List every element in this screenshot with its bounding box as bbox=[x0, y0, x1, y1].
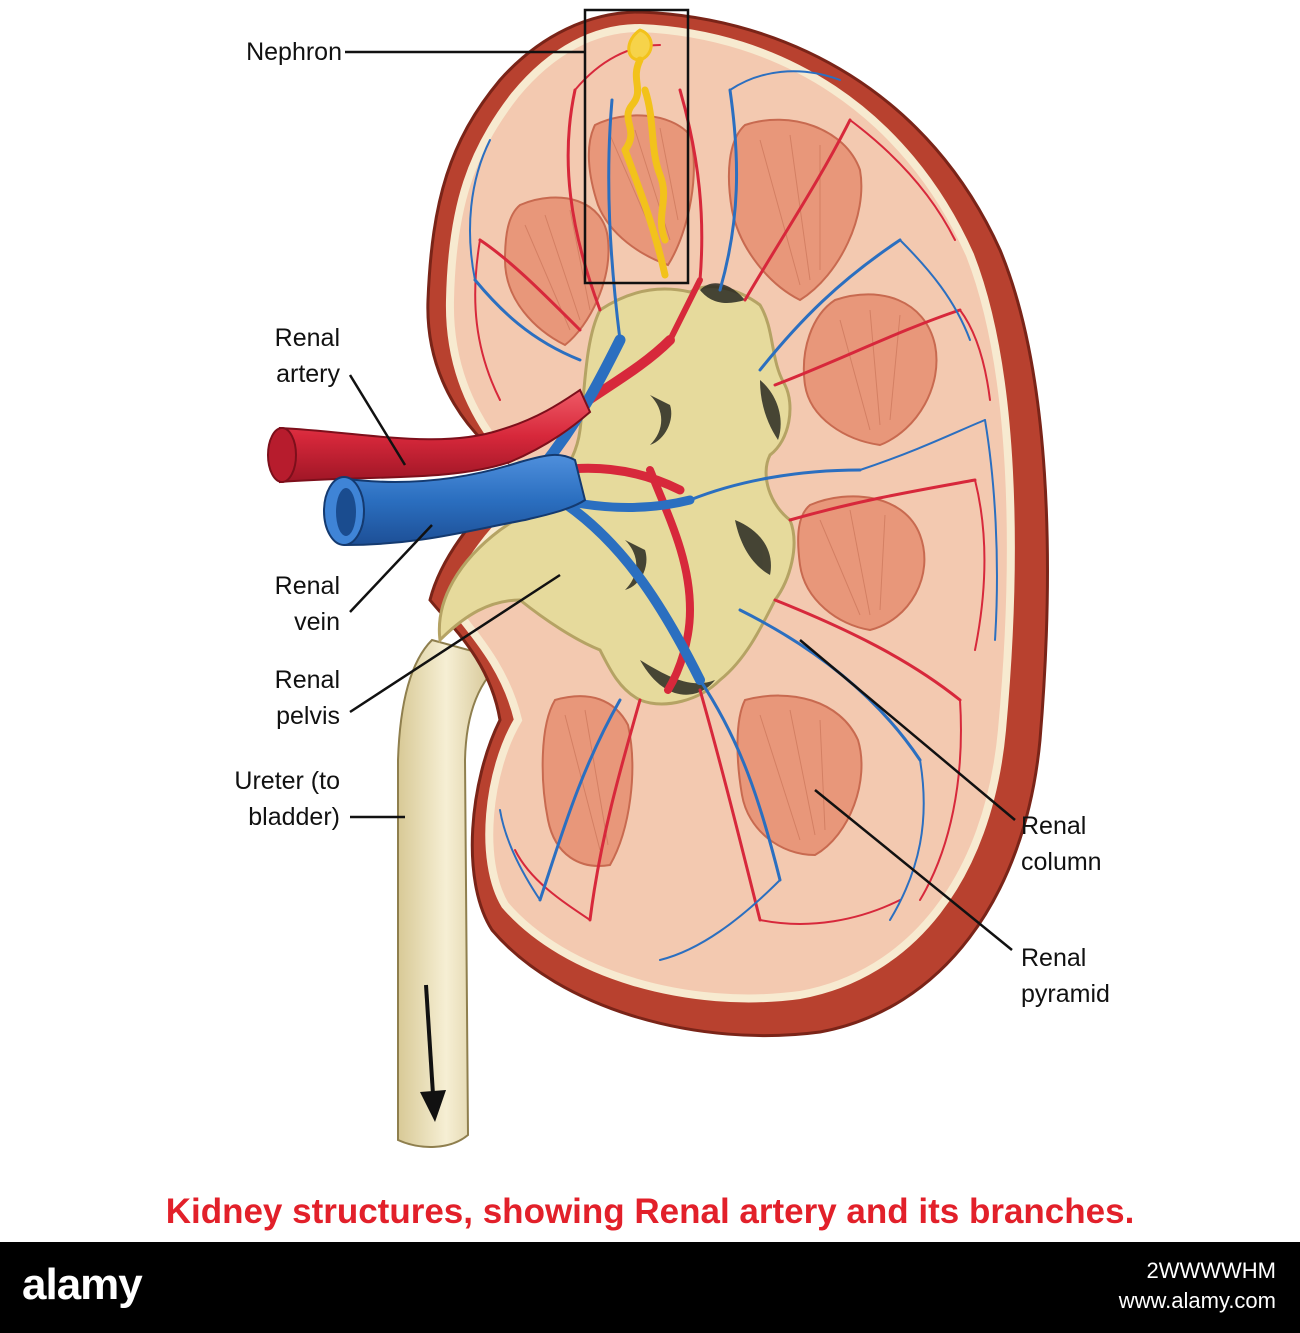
kidney-diagram bbox=[267, 8, 1049, 1148]
ureter bbox=[397, 638, 508, 1148]
diagram-caption: Kidney structures, showing Renal artery … bbox=[165, 1192, 1135, 1231]
leader-lines bbox=[345, 50, 1016, 951]
renal-vein bbox=[338, 454, 587, 547]
renal-pelvis bbox=[437, 285, 796, 706]
renal-pyramid-5 bbox=[797, 495, 926, 632]
renal-column-leader bbox=[799, 639, 1016, 821]
renal-artery bbox=[279, 388, 592, 484]
renal-pyramid-leader bbox=[814, 789, 1013, 951]
diagram-stage: Nephron Renal artery Renal vein Renal pe… bbox=[234, 8, 1110, 1148]
watermark-footer: alamy 2WWWWHM www.alamy.com bbox=[0, 1242, 1300, 1333]
site-url: www.alamy.com bbox=[1118, 1288, 1276, 1313]
renal-pyramid-1 bbox=[503, 196, 610, 347]
renal-pyramid-3 bbox=[727, 118, 863, 302]
renal-artery-lumen bbox=[267, 427, 297, 483]
renal-artery-leader bbox=[348, 374, 407, 466]
renal-vein-leader bbox=[349, 524, 433, 613]
renal-column-label: Renal column bbox=[1021, 812, 1102, 876]
flow-arrow-line bbox=[424, 984, 436, 1111]
renal-pelvis-leader bbox=[349, 573, 561, 714]
ureter-label: Ureter (to bladder) bbox=[234, 767, 340, 831]
nephron-detail-box bbox=[583, 8, 690, 285]
flow-arrow-head bbox=[420, 1090, 446, 1122]
renal-vein-label: Renal vein bbox=[274, 572, 340, 636]
nephron bbox=[621, 28, 669, 279]
nephron-label: Nephron bbox=[246, 38, 342, 66]
stock-info: 2WWWWHM www.alamy.com bbox=[1119, 1256, 1276, 1316]
brand-logo: alamy bbox=[22, 1260, 143, 1309]
renal-pyramid-label: Renal pyramid bbox=[1021, 944, 1110, 1008]
stock-id: 2WWWWHM bbox=[1146, 1258, 1276, 1283]
renal-artery-label: Renal artery bbox=[274, 324, 340, 388]
renal-pelvis-label: Renal pelvis bbox=[274, 666, 340, 730]
renal-pyramid-7 bbox=[736, 694, 863, 857]
renal-vein-opening bbox=[336, 488, 356, 536]
